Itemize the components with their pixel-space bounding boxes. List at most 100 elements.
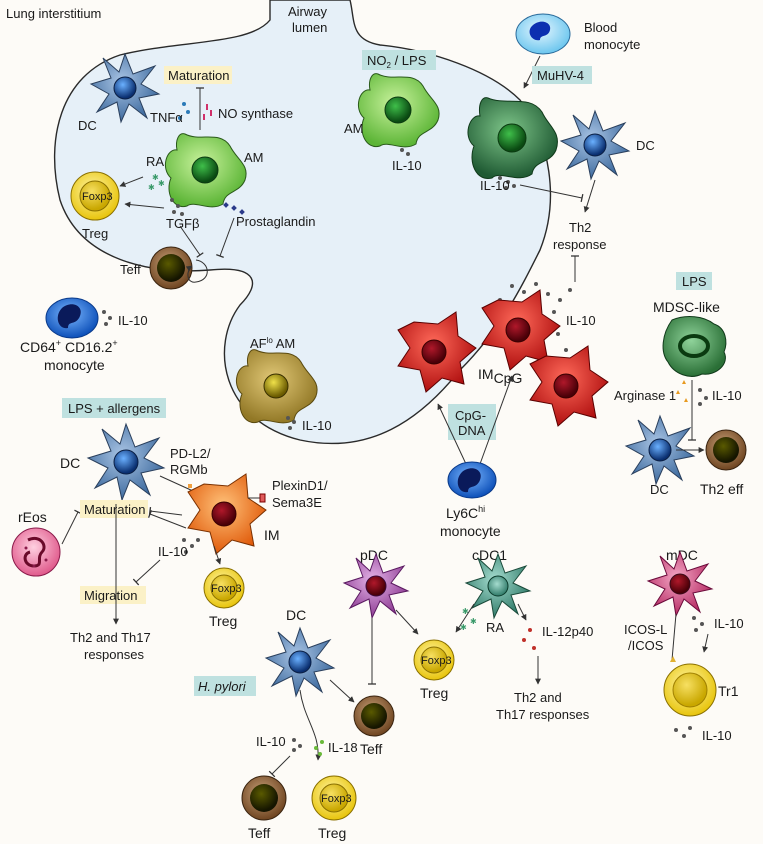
label-th2-eff: Th2 eff [700,481,743,497]
label-am-top: AM [244,150,264,165]
arrow-pdc-treg [395,609,419,635]
label-dc-bottom: DC [286,607,306,623]
svg-text:✱: ✱ [148,183,155,192]
inhibit-tgfb-teff [179,225,204,258]
reos-cell [11,527,61,577]
teff-cell-mid [353,695,395,737]
dc-cell-mdsc [624,414,696,486]
label-pdl2-1: PD-L2/ [170,446,211,461]
label-im-cpg: IMCpG [478,366,522,386]
label-il10-cpg: IL-10 [566,313,596,328]
inhibit-pg-teff [216,217,235,258]
pdc-cell [342,552,410,620]
arrow-cdc1-il12 [517,603,527,621]
no-synthase-molecules [203,104,212,120]
am-cell-middle [357,73,440,148]
label-il10-mdc: IL-10 [714,616,744,631]
label-foxp3-mid: Foxp3 [421,655,452,667]
label-dc-mdsc: DC [650,482,669,497]
arrow-im-treg [213,545,222,565]
il10-molecules-mdc [692,616,704,632]
label-monocyte-left: monocyte [44,357,105,373]
label-dc-top: DC [78,118,97,133]
arrow-cdc1-treg [455,603,475,633]
label-blood-monocyte-1: Blood [584,20,617,35]
label-th2-th17-b1: Th2 and [514,690,562,705]
label-th2-th17-b2: Th17 responses [496,707,590,722]
il10-molecules-muhv [498,176,516,190]
label-dc-right: DC [636,138,655,153]
label-pdl2-2: RGMb [170,462,208,477]
ly6c-monocyte-cell [447,461,497,499]
treg-cell-top [70,171,120,221]
svg-text:✱: ✱ [460,623,467,632]
tr1-cell [663,663,717,717]
il18-molecules [314,740,324,756]
arrow-ly6c-im2 [479,375,513,465]
inhibit-reos [61,509,82,545]
il10-molecules-am [400,148,410,156]
label-mdsc: MDSC-like [653,299,720,315]
icos-connection [671,613,677,661]
icos-receptor [670,656,676,662]
label-maturation-bottom: Maturation [84,502,145,517]
label-am-middle: AM [344,121,364,136]
label-lps-right: LPS [682,274,707,289]
label-muhv4: MuHV-4 [537,68,584,83]
label-ra-cdc1: RA [486,620,504,635]
label-th2-th17-1: Th2 and Th17 [70,630,151,645]
treg-cell-im [203,567,245,609]
il10-molecules-cd64 [102,310,112,326]
label-treg-bottom: Treg [318,825,346,841]
treg-cell-bottom [311,775,357,821]
maturation-box-bottom [80,500,148,518]
mdsc-cell [662,316,727,377]
arrow-ly6c-im1 [437,403,467,465]
label-pdc: pDC [360,547,388,563]
svg-text:✱: ✱ [462,607,469,616]
label-migration: Migration [84,588,137,603]
ra-molecules: ✱✱✱ [148,173,165,192]
label-foxp3-im: Foxp3 [211,583,242,595]
label-il18: IL-18 [328,740,358,755]
prostaglandin-molecules [223,202,245,215]
label-icos-2: /ICOS [628,638,664,653]
region-lung-interstitium: Lung interstitium [6,6,101,21]
arrow-dc-teff [329,679,355,703]
label-cdc1: cDC1 [472,547,507,563]
label-ra-top: RA [146,154,164,169]
label-ly6c: Ly6Chi [446,504,485,521]
teff-proliferation-arrow [185,259,208,283]
inhibit-il10-migration [132,559,161,586]
label-teff-top: Teff [120,262,141,277]
muhv4-box [532,66,592,84]
teff-cell-top [149,246,193,290]
label-icos-1: ICOS-L [624,622,667,637]
label-teff-mid: Teff [360,741,382,757]
dc-cell-right [559,109,631,181]
label-dc-lps: DC [60,455,80,471]
il12-molecules [522,628,536,650]
treg-cell-mid [413,639,455,681]
am-cell-top [164,133,247,208]
label-im: IM [264,527,280,543]
label-il10-mdsc: IL-10 [712,388,742,403]
inhibit-il10-maturation [147,510,187,529]
tgfb-molecules [170,198,184,216]
label-treg-im: Treg [209,613,237,629]
label-tr1: Tr1 [718,683,739,699]
arrow-dc-th2 [583,179,596,213]
no2-lps-box [362,50,436,70]
migration-box [80,586,146,604]
label-teff-bottom: Teff [248,825,270,841]
hpylori-box [194,676,256,696]
cpg-dna-box [448,404,496,440]
label-il10-af: IL-10 [302,418,332,433]
cdc1-cell [464,552,532,620]
label-th2-response-2: response [553,237,606,252]
il10-molecules-af [286,416,296,430]
label-th2-response-1: Th2 [569,220,591,235]
region-lumen: lumen [292,20,327,35]
th2-eff-cell [705,429,747,471]
